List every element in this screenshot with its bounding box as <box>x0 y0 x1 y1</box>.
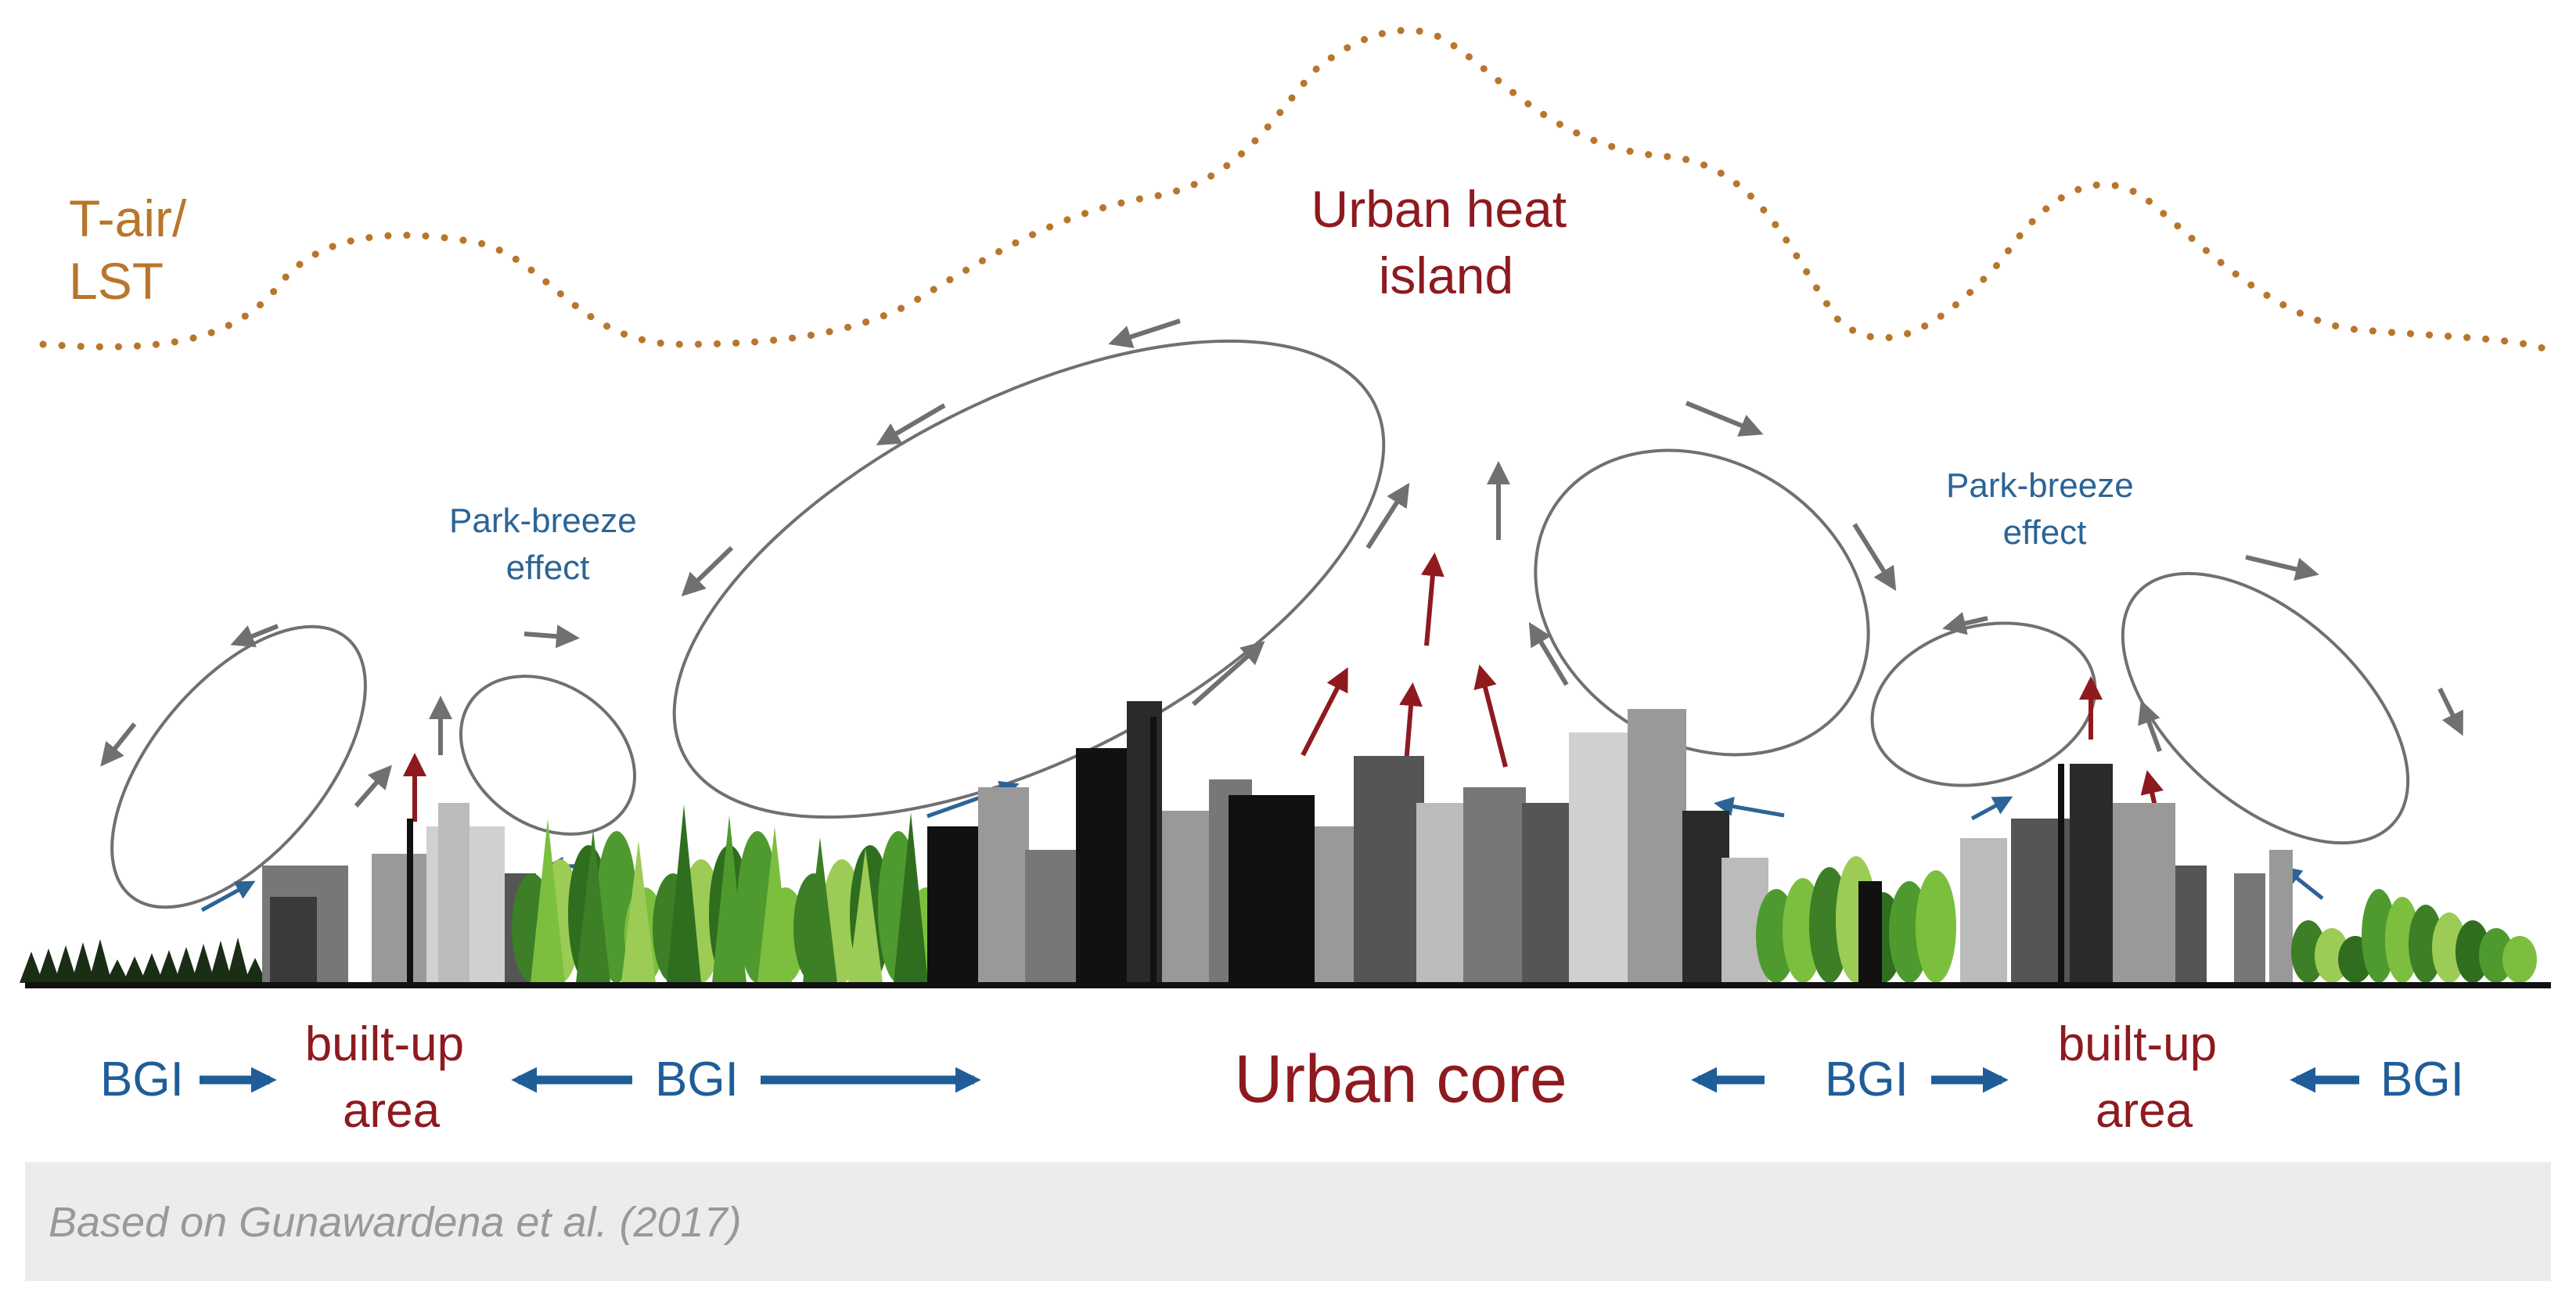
temperature-curve <box>39 27 2547 352</box>
circulation-arrow <box>1528 621 1569 686</box>
circulation-arrow <box>1192 641 1265 707</box>
building <box>1315 826 1354 983</box>
tree <box>1916 870 1956 983</box>
circulation-arrow <box>876 403 946 446</box>
building <box>978 787 1029 983</box>
building <box>2234 873 2265 983</box>
circulation-arrow <box>230 624 279 648</box>
building <box>2269 850 2293 983</box>
building <box>270 897 317 983</box>
tree <box>243 958 267 983</box>
tree <box>209 941 232 983</box>
building <box>2113 803 2175 983</box>
circulation-cell <box>2121 571 2410 845</box>
tree <box>157 950 181 983</box>
circulation-arrow <box>2437 687 2463 736</box>
heat-island-label: Urban heat island <box>1311 180 1581 304</box>
tree <box>803 837 837 983</box>
tree <box>54 945 77 983</box>
bgi-label: BGI <box>655 1053 739 1107</box>
circulation-arrow <box>1942 611 1988 635</box>
tree <box>140 953 164 983</box>
spire <box>1150 717 1157 983</box>
building <box>927 826 982 983</box>
tree <box>88 939 112 983</box>
skyline <box>20 701 2537 983</box>
circulation-arrow <box>1852 523 1897 592</box>
zone-row: BGI built-up area BGI Urban core BGI bui… <box>100 1017 2464 1138</box>
bgi-label: BGI <box>1825 1053 1909 1107</box>
circulation-cell <box>110 624 367 909</box>
circulation-arrow <box>354 765 392 808</box>
building <box>2070 764 2113 983</box>
caption-bar <box>25 1162 2551 1281</box>
park-breeze-label-right: Park-breeze effect <box>1946 466 2143 552</box>
heat-arrow <box>1301 667 1348 757</box>
breeze-arrow <box>1970 796 2013 821</box>
circulation-arrow <box>1365 482 1410 549</box>
building <box>1354 756 1424 983</box>
circulation-arrow <box>523 624 580 649</box>
building <box>1628 709 1686 983</box>
tree <box>712 815 747 983</box>
circulation-arrow <box>100 722 137 767</box>
tree <box>20 952 43 983</box>
building <box>1522 803 1577 983</box>
built-up-label-left: built-up area <box>305 1017 478 1138</box>
tree <box>757 826 792 983</box>
tree <box>848 848 883 983</box>
spire <box>407 819 413 983</box>
building <box>1025 850 1080 983</box>
building <box>1463 787 1526 983</box>
circulation-arrow <box>2245 555 2319 581</box>
circulation-cell <box>1534 448 1870 757</box>
tree <box>894 812 928 983</box>
building <box>1416 803 1467 983</box>
ground-line <box>25 982 2551 988</box>
circulation-cell <box>672 339 1386 819</box>
building <box>438 803 470 983</box>
tree <box>226 938 250 983</box>
source-caption: Based on Gunawardena et al. (2017) <box>49 1199 742 1246</box>
circulation-cell <box>459 675 637 836</box>
tree <box>71 942 95 983</box>
tree <box>192 944 215 983</box>
tree <box>174 947 198 983</box>
urban-core-label: Urban core <box>1234 1042 1567 1117</box>
tree <box>576 830 610 983</box>
tree <box>106 959 129 983</box>
building <box>1229 795 1315 983</box>
breeze-arrow <box>1714 797 1785 818</box>
heat-arrow <box>1420 552 1445 646</box>
spire <box>2058 764 2064 983</box>
temperature-label: T-air/ LST <box>69 189 201 310</box>
built-up-label-right: built-up area <box>2058 1017 2231 1138</box>
building <box>1858 881 1882 983</box>
bgi-label: BGI <box>2380 1053 2464 1107</box>
heat-arrows <box>403 552 2164 822</box>
building <box>1076 748 1131 983</box>
building <box>372 854 426 983</box>
breeze-arrow <box>200 880 256 912</box>
circulation-arrow <box>681 545 734 597</box>
tree <box>37 948 60 983</box>
tree <box>667 804 701 983</box>
tree <box>621 840 656 983</box>
tree <box>531 819 565 983</box>
circulation-arrows <box>100 319 2463 808</box>
building <box>1162 811 1209 983</box>
building <box>1960 838 2007 983</box>
building <box>1127 701 1162 983</box>
bgi-label: BGI <box>100 1053 184 1107</box>
circulation-arrow <box>1685 401 1764 437</box>
building <box>2175 866 2207 983</box>
tree <box>2502 936 2537 983</box>
building <box>1569 732 1632 983</box>
circulation-arrow <box>2138 700 2162 753</box>
park-breeze-label-left: Park-breeze effect <box>449 502 646 587</box>
heat-arrow <box>1473 664 1508 768</box>
circulation-arrow <box>1108 319 1181 348</box>
tree <box>123 956 146 983</box>
